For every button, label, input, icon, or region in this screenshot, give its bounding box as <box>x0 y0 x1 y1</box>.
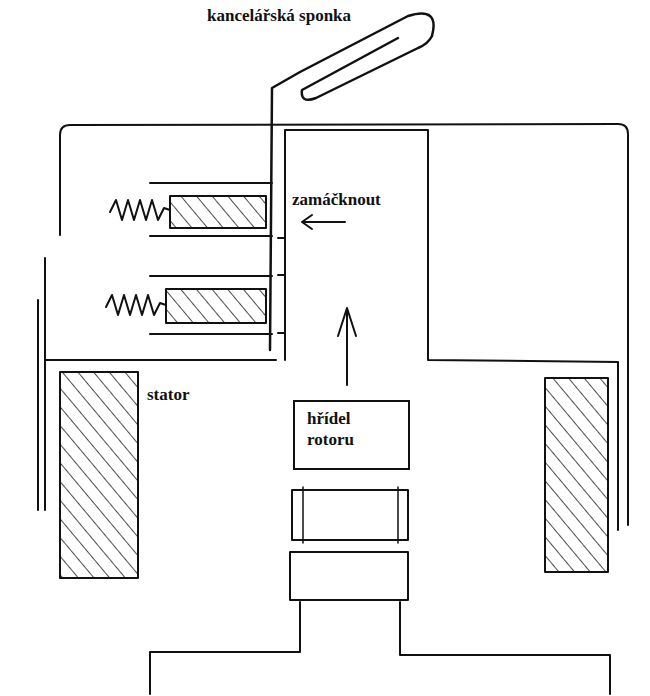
part-label: kancelářská sponka <box>205 6 353 26</box>
housing-outline <box>60 124 628 525</box>
rotor-segment <box>303 487 398 543</box>
stator-coil <box>60 372 138 578</box>
plunger <box>166 289 266 323</box>
housing-outline <box>37 300 39 510</box>
part-label: stator <box>145 385 191 405</box>
spring <box>110 200 170 220</box>
spring <box>106 295 166 315</box>
housing-outline <box>45 359 276 361</box>
motor-base <box>150 602 610 694</box>
shaft-label: hřídel rotoru <box>307 408 396 451</box>
press-arrow <box>302 215 345 229</box>
stator-coil <box>545 378 608 572</box>
housing-outline <box>44 258 46 510</box>
up-arrow <box>338 308 356 385</box>
plunger <box>170 196 266 228</box>
rotor-segment <box>292 490 408 540</box>
shaft-box: hřídel rotoru <box>293 400 410 470</box>
shaft-cavity <box>278 238 285 333</box>
rotor-segment <box>290 552 408 600</box>
paperclip <box>270 14 434 351</box>
action-label: zamáčknout <box>290 190 383 210</box>
plunger-channel <box>150 183 272 334</box>
